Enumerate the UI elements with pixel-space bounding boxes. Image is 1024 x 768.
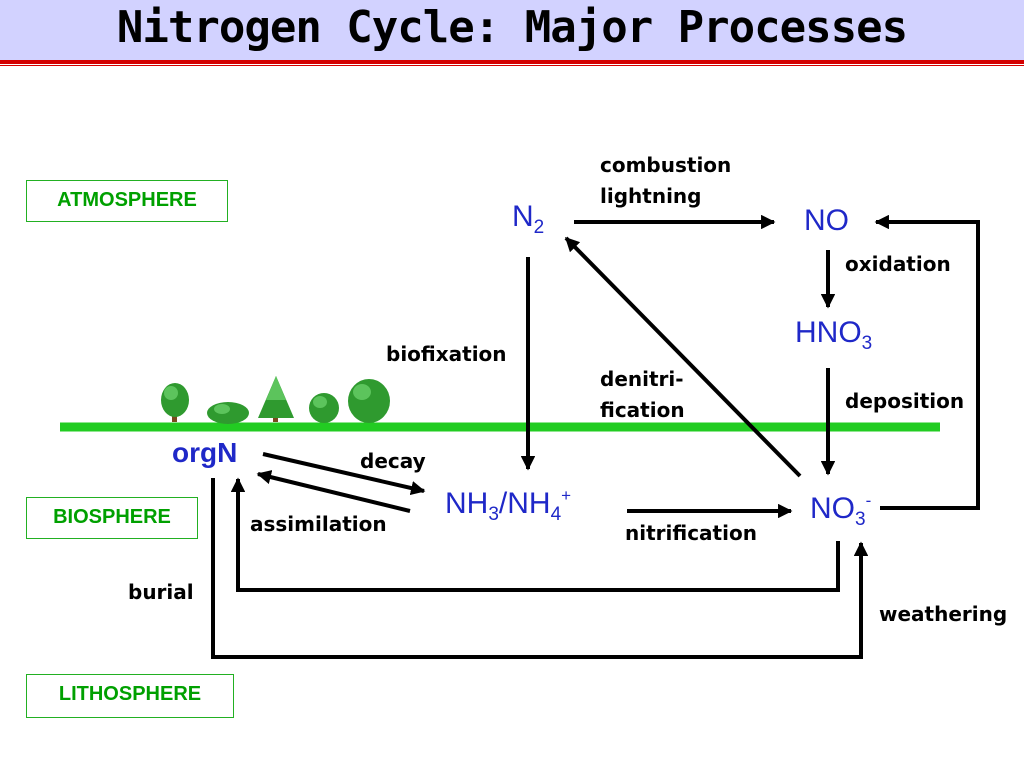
species-no3: NO3- xyxy=(810,491,872,530)
zone-atmosphere: ATMOSPHERE xyxy=(26,180,228,222)
shrub-icon xyxy=(309,393,339,423)
label-burial: burial xyxy=(128,580,194,604)
title-underline-thin xyxy=(0,65,1024,66)
species-n2: N2 xyxy=(512,200,545,238)
label-nitrification: nitrification xyxy=(625,521,757,545)
label-biofixation: biofixation xyxy=(386,342,507,366)
zone-lithosphere: LITHOSPHERE xyxy=(26,674,234,718)
bush-icon xyxy=(207,402,249,424)
arrow-assimilation xyxy=(256,470,411,513)
label-assimilation: assimilation xyxy=(250,512,387,536)
species-no: NO xyxy=(804,204,849,237)
arrow-no3-to-no xyxy=(874,214,980,510)
species-orgn: orgN xyxy=(172,437,238,468)
tree-icon xyxy=(348,379,390,423)
species-nh3-nh4: NH3/NH4+ xyxy=(445,486,572,525)
label-lightning: lightning xyxy=(600,184,702,208)
label-denitrification-line2: fication xyxy=(600,398,685,422)
label-deposition: deposition xyxy=(845,389,965,413)
species-hno3: HNO3 xyxy=(795,316,873,354)
arrow-no3-to-orgn xyxy=(230,477,840,592)
title-underline xyxy=(0,60,1024,64)
title-bar xyxy=(0,0,1024,60)
conifer-tree-icon xyxy=(258,376,294,422)
arrow-burial-weathering xyxy=(211,478,869,659)
arrow-decay xyxy=(262,452,426,496)
label-combustion: combustion xyxy=(600,153,732,177)
page-title: Nitrogen Cycle: Major Processes xyxy=(116,2,908,53)
label-decay: decay xyxy=(360,449,426,473)
arrow-denitrification xyxy=(564,236,802,478)
label-denitrification-line1: denitri- xyxy=(600,367,684,391)
zone-biosphere: BIOSPHERE xyxy=(26,497,198,539)
label-oxidation: oxidation xyxy=(845,252,951,276)
label-weathering: weathering xyxy=(879,602,1008,626)
tree-icon xyxy=(161,383,189,422)
